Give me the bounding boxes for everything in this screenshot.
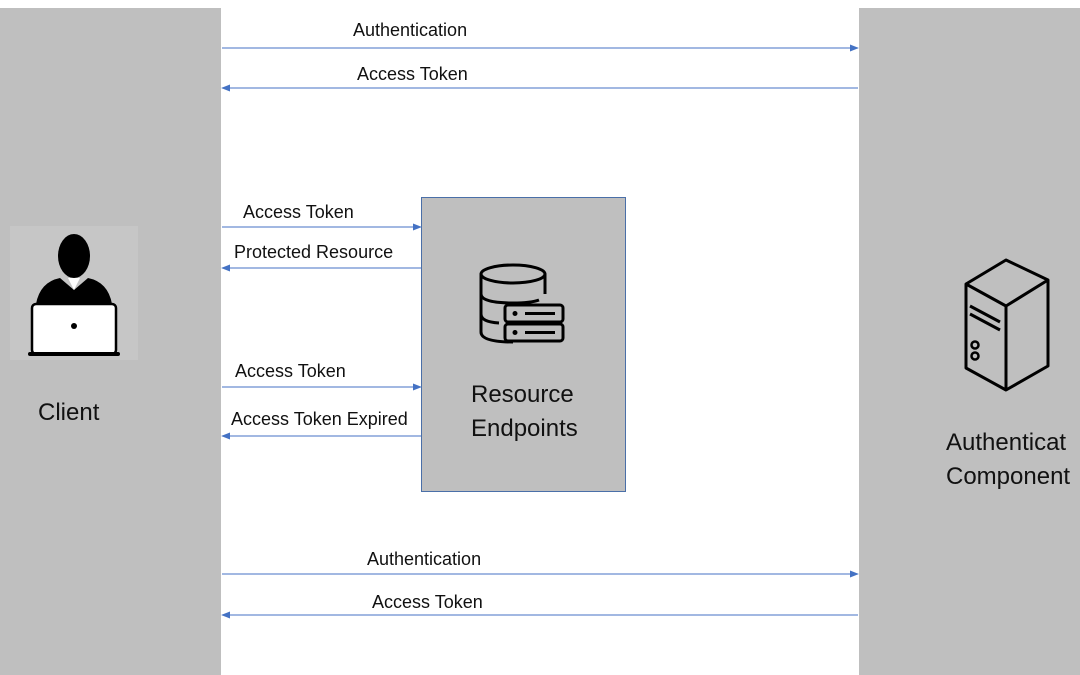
resource-endpoints-box xyxy=(421,197,626,492)
label-access-token-1: Access Token xyxy=(357,64,468,84)
database-server-icon xyxy=(479,263,565,344)
label-access-token-2: Access Token xyxy=(243,202,354,222)
label-authentication-1: Authentication xyxy=(353,20,468,40)
label-access-token-4: Access Token xyxy=(372,592,483,612)
authentication-component-panel xyxy=(859,8,1080,675)
resource-label-line2: Endpoints xyxy=(471,415,578,442)
person-laptop-icon xyxy=(10,226,138,360)
client-label: Client xyxy=(38,399,100,426)
auth-label-line2: Component xyxy=(946,463,1071,490)
resource-label-line1: Resource xyxy=(471,381,574,408)
resource-endpoints-label: Resource Endpoints xyxy=(471,378,578,446)
server-tower-icon xyxy=(964,258,1050,392)
label-access-token-3: Access Token xyxy=(235,361,346,381)
label-authentication-2: Authentication xyxy=(367,549,482,569)
label-access-token-expired: Access Token Expired xyxy=(231,409,408,429)
auth-label-line1: Authenticat xyxy=(946,429,1067,456)
authentication-component-label: Authenticat Component xyxy=(946,426,1070,494)
label-protected-resource: Protected Resource xyxy=(234,242,394,262)
